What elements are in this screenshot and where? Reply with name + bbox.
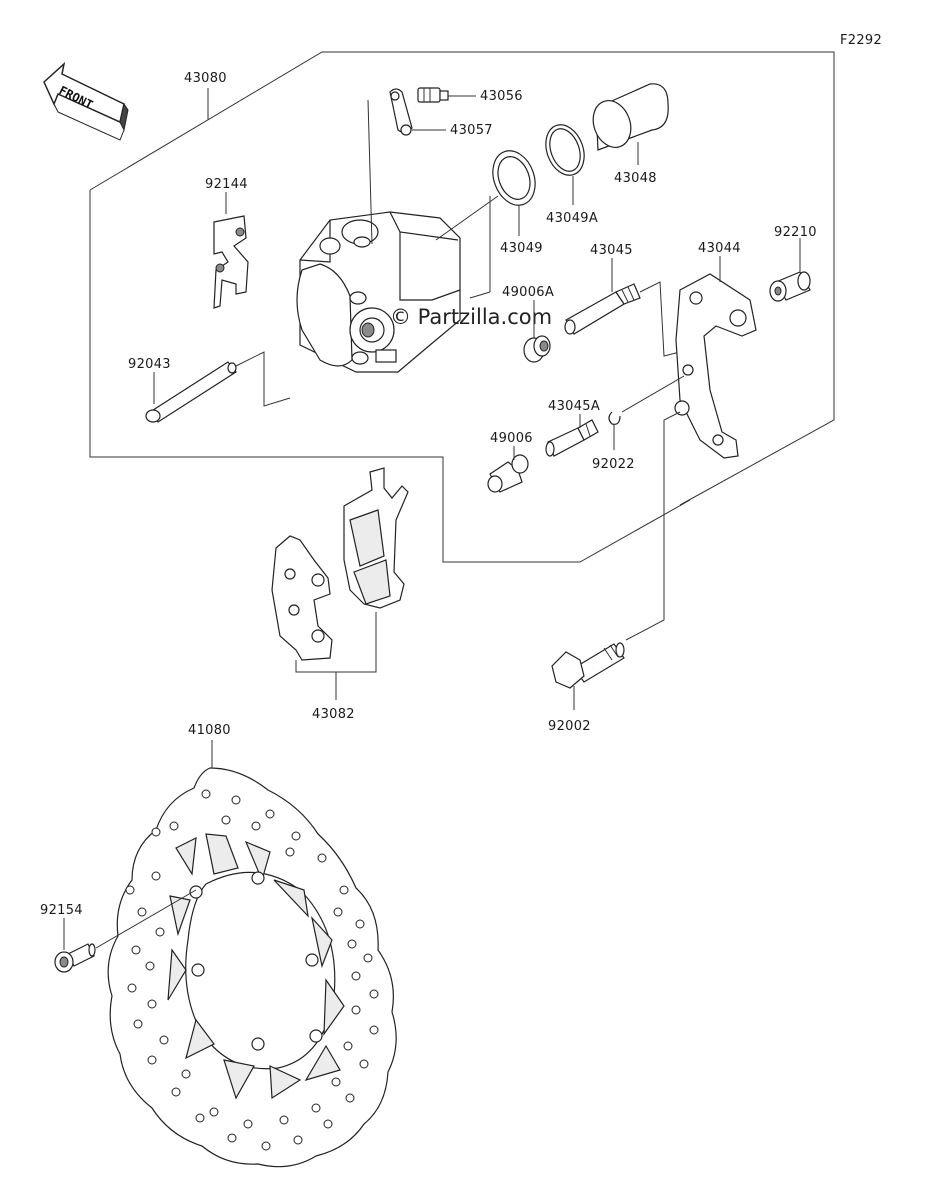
disc-bolt-92154 <box>54 943 96 973</box>
label-43056: 43056 <box>480 89 523 104</box>
caliper-body <box>296 211 461 373</box>
label-43048: 43048 <box>614 171 657 186</box>
leader-caliper-piston <box>469 291 491 299</box>
leader-caliper-bleeder <box>367 99 373 245</box>
brake-disc-41080 <box>107 767 397 1168</box>
label-92144: 92144 <box>205 177 248 192</box>
caliper-assembly-outline <box>89 51 835 563</box>
label-41080: 41080 <box>188 723 231 738</box>
label-92210: 92210 <box>774 225 817 240</box>
caliper-bracket-43044 <box>674 273 757 459</box>
label-92043: 92043 <box>128 357 171 372</box>
label-43080: 43080 <box>184 71 227 86</box>
boot-49006A <box>523 335 551 363</box>
collar-92210 <box>769 271 811 302</box>
dust-seal-43049 <box>492 150 536 206</box>
label-92154: 92154 <box>40 903 83 918</box>
label-49006A: 49006A <box>502 285 554 300</box>
circlip-92022 <box>608 411 621 425</box>
seal-ring-43049A <box>545 124 585 176</box>
label-43045: 43045 <box>590 243 633 258</box>
bracket-bolt-92002 <box>551 642 625 689</box>
diagram-code: F2292 <box>840 33 882 48</box>
boot-49006 <box>487 454 529 493</box>
label-92002: 92002 <box>548 719 591 734</box>
piston-43048 <box>592 83 669 151</box>
brake-pad-left-43082 <box>271 535 333 661</box>
leader-circlip-bracket <box>621 375 685 413</box>
brake-pad-right-43082 <box>343 467 409 609</box>
slide-pin-43045A <box>545 419 599 457</box>
leader-disc-bolt <box>95 889 197 949</box>
slide-pin-43045 <box>564 283 641 335</box>
label-43049A: 43049A <box>546 211 598 226</box>
label-43082: 43082 <box>312 707 355 722</box>
leader-pin-bracket <box>235 351 291 407</box>
bleeder-cap-43057 <box>389 88 413 136</box>
label-43049: 43049 <box>500 241 543 256</box>
front-arrow-icon: FRONT <box>43 61 129 141</box>
label-49006: 49006 <box>490 431 533 446</box>
pad-spring-92144 <box>213 215 249 309</box>
watermark: © Partzilla.com <box>390 305 552 329</box>
leader-caliper-seal <box>435 195 499 241</box>
leader-bolt-bracket <box>625 411 681 641</box>
pad-pin-92043 <box>145 361 237 423</box>
bleeder-valve-43056 <box>417 87 449 103</box>
label-43045A: 43045A <box>548 399 600 414</box>
label-43057: 43057 <box>450 123 493 138</box>
leader-slide-bracket <box>639 281 681 357</box>
label-92022: 92022 <box>592 457 635 472</box>
label-43044: 43044 <box>698 241 741 256</box>
